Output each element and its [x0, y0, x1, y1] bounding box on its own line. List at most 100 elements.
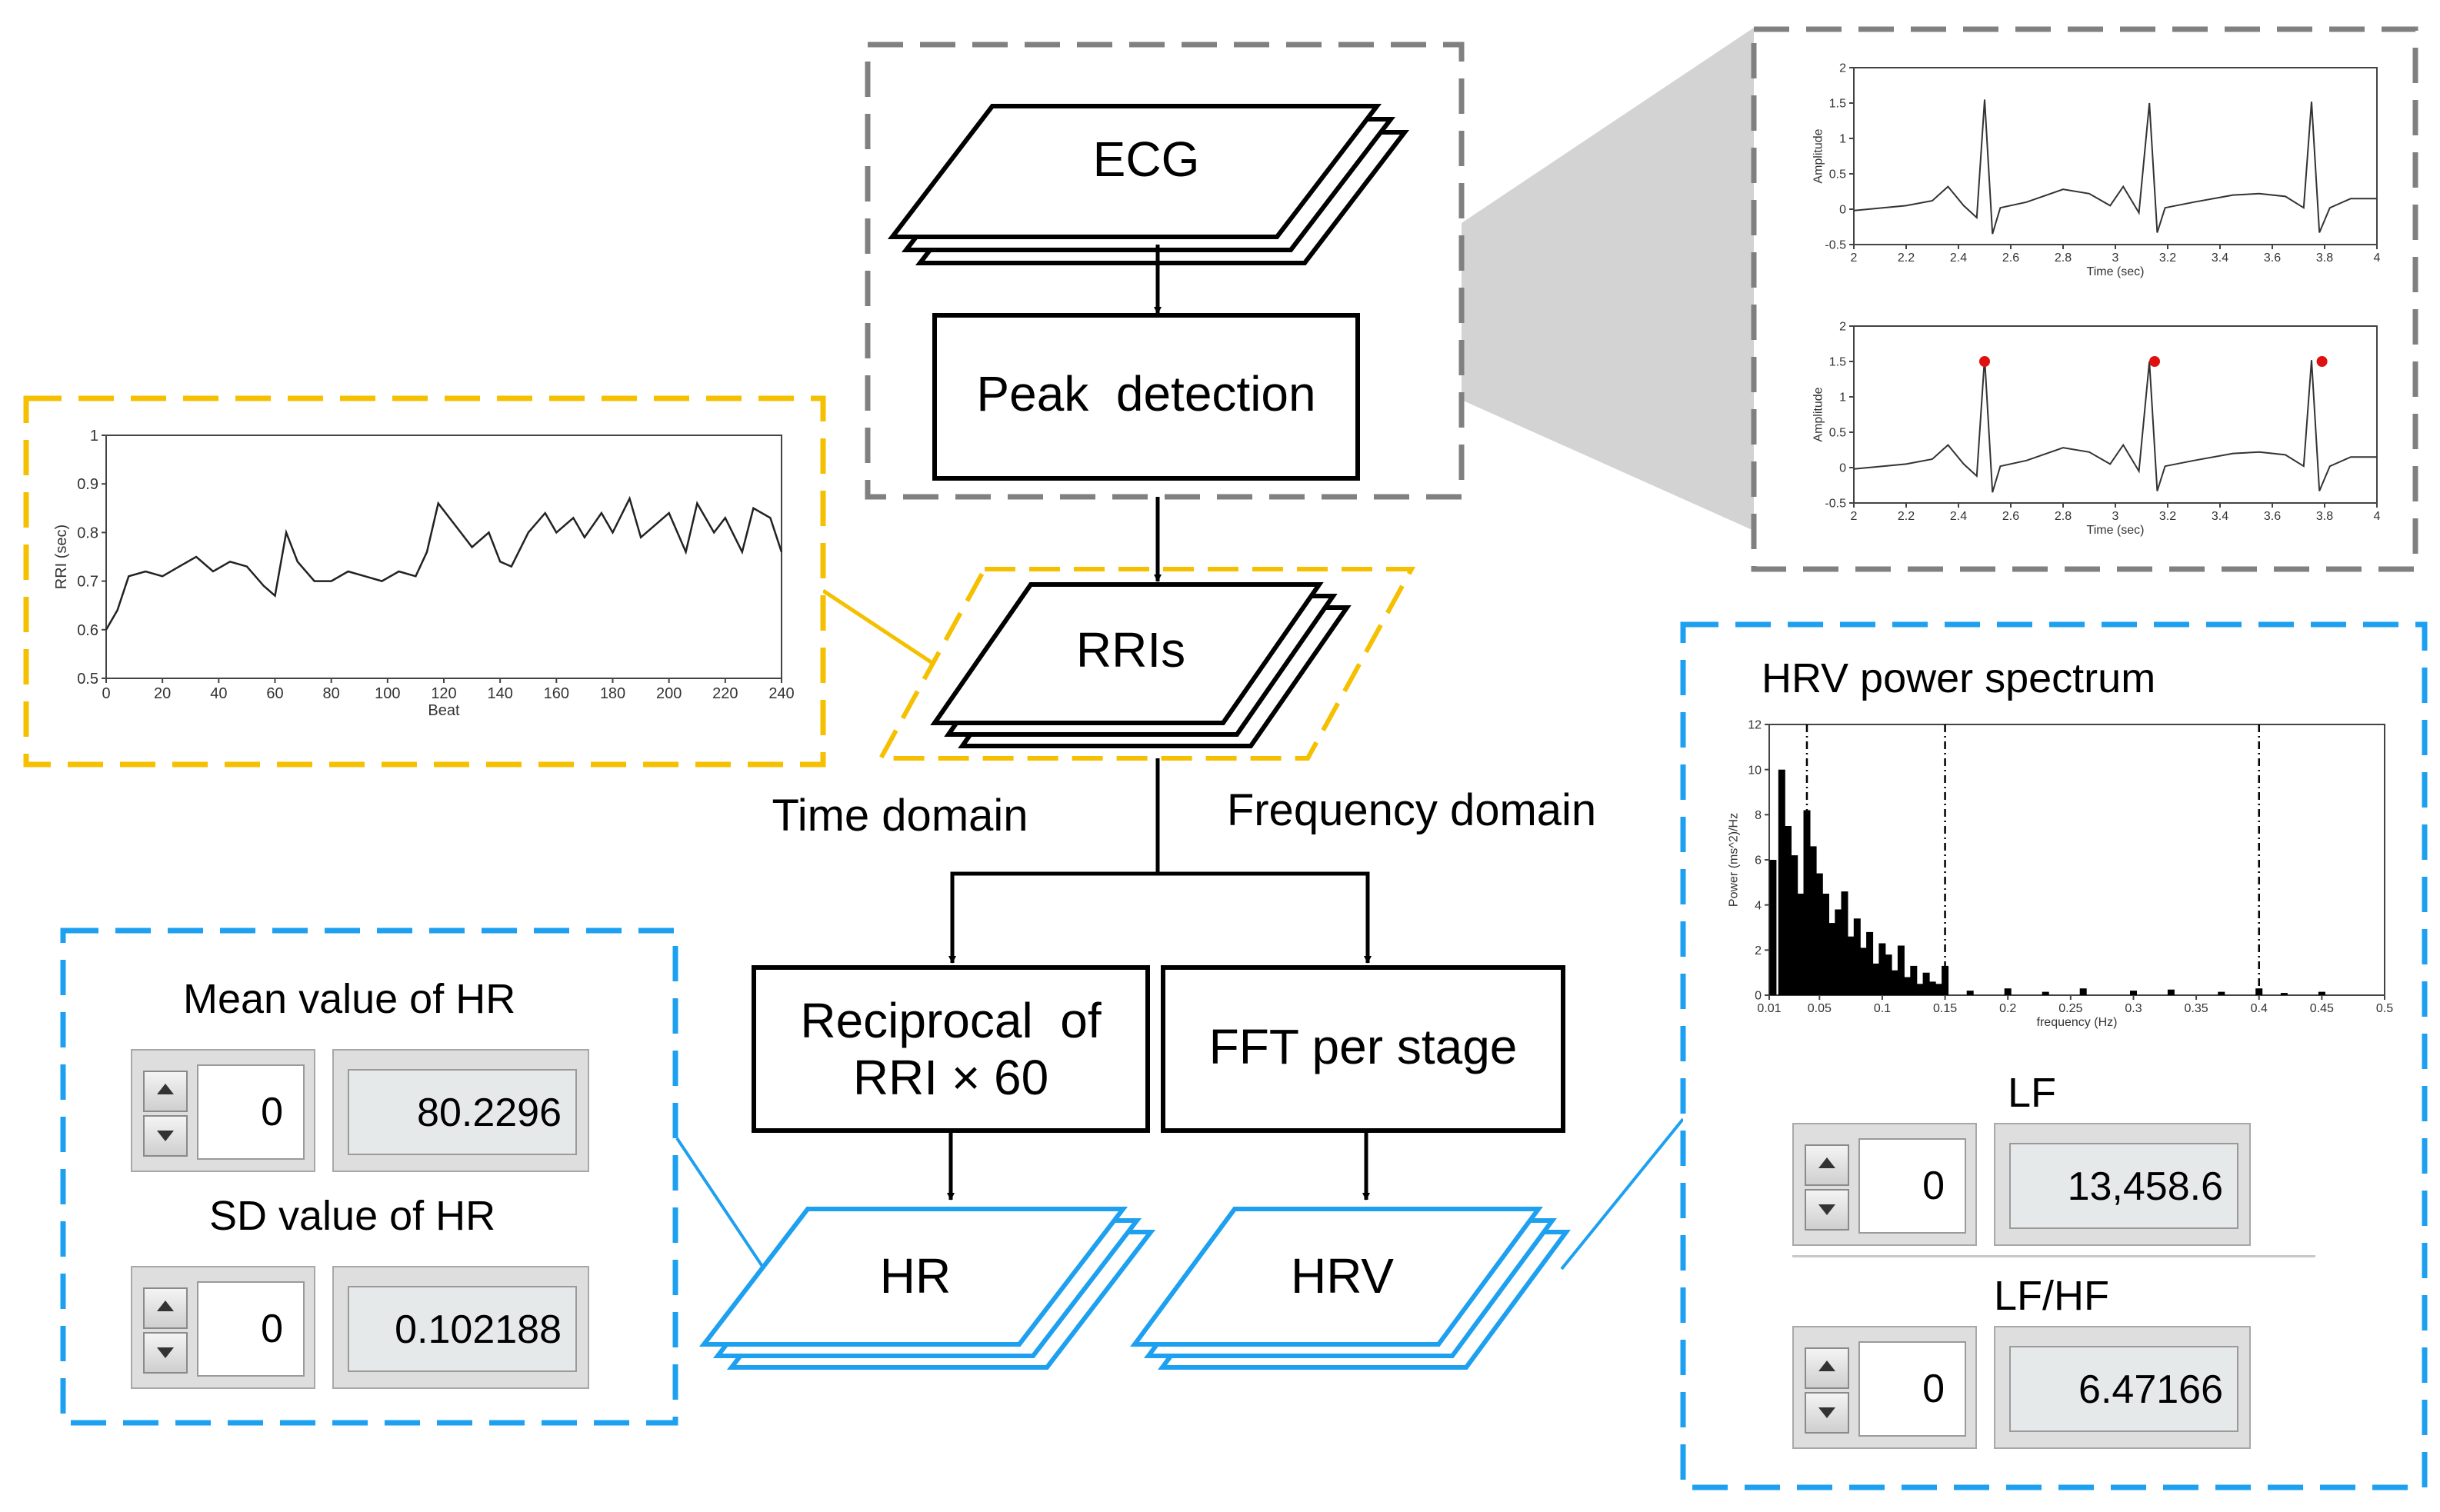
lfhf-decrement-button[interactable]: [1805, 1392, 1849, 1434]
ecg-node[interactable]: ECG: [887, 104, 1410, 265]
sd-hr-index-input[interactable]: 0: [197, 1281, 305, 1377]
triangle-up-icon: [157, 1301, 174, 1311]
ecg-raw-ytick-label: 0: [1839, 204, 1846, 217]
ecg-peaks-xlabel: Time (sec): [2087, 524, 2145, 537]
spectrum-bar: [2167, 989, 2175, 995]
lf-spinner: 0: [1792, 1123, 1977, 1246]
ecg-raw-plot-area: [1853, 67, 2378, 245]
peak-detection-node[interactable]: Peak detection: [932, 313, 1360, 481]
ecg-peaks-ytick-label: 0: [1839, 462, 1846, 475]
hr-stats-panel: Mean value of HR 0 80.2296 SD value of H…: [131, 969, 608, 1407]
spectrum-bar: [1897, 945, 1905, 995]
lf-decrement-button[interactable]: [1805, 1189, 1849, 1231]
rri-xtick-label: 180: [600, 685, 625, 702]
rri-xlabel: Beat: [428, 702, 460, 719]
spectrum-bar: [2280, 993, 2288, 995]
hr-label: HR: [880, 1248, 951, 1304]
ecg-raw-trace: [1853, 99, 2377, 235]
spectrum-xtick-label: 0.2: [1999, 1002, 2016, 1015]
lfhf-label: LF/HF: [1994, 1273, 2110, 1319]
ecg-raw-ytick-label: 1: [1839, 133, 1846, 146]
ecg-peaks-xtick-label: 2.6: [2002, 510, 2019, 523]
ecg-peaks-xtick-label: 3.2: [2159, 510, 2176, 523]
reciprocal-label-line1: Reciprocal of: [800, 993, 1102, 1048]
spectrum-xtick-label: 0.5: [2376, 1002, 2393, 1015]
mean-hr-index-input[interactable]: 0: [197, 1064, 305, 1160]
spectrum-bar: [1778, 769, 1785, 995]
rri-ytick-label: 1: [90, 428, 98, 445]
ecg-raw-ytick-label: -0.5: [1825, 239, 1846, 252]
rris-node[interactable]: RRIs: [930, 582, 1352, 748]
lf-label: LF: [2008, 1070, 2057, 1116]
spectrum-xlabel: frequency (Hz): [2037, 1016, 2118, 1029]
lfhf-control: 0 6.47166: [1792, 1326, 2269, 1452]
spectrum-xtick-label: 0.35: [2185, 1002, 2208, 1015]
lf-index-input[interactable]: 0: [1858, 1138, 1966, 1234]
frequency-domain-label: Frequency domain: [1227, 785, 1596, 835]
hrv-callout-connector: [1560, 1117, 1685, 1271]
spectrum-bar: [2004, 988, 2012, 995]
ecg-raw-xtick-label: 3: [2112, 251, 2119, 265]
lf-display: 13,458.6: [1994, 1123, 2251, 1246]
rris-label: RRIs: [1076, 622, 1185, 678]
ecg-peaks-ylabel: Amplitude: [1812, 387, 1825, 441]
rri-xtick-label: 200: [656, 685, 682, 702]
lf-control: 0 13,458.6: [1792, 1123, 2269, 1249]
spectrum-bar: [1872, 963, 1880, 995]
ecg-peaks-ytick-label: -0.5: [1825, 498, 1846, 511]
lfhf-increment-button[interactable]: [1805, 1347, 1849, 1389]
spectrum-bar: [2130, 991, 2137, 995]
rri-xtick-label: 100: [375, 685, 400, 702]
reciprocal-node[interactable]: Reciprocal of RRI × 60: [752, 965, 1150, 1133]
spectrum-ytick-label: 0: [1755, 990, 1762, 1003]
spectrum-bar: [1928, 981, 1936, 995]
triangle-up-icon: [1818, 1360, 1835, 1371]
spectrum-bar: [1910, 965, 1918, 995]
mean-hr-control: 0 80.2296: [131, 1049, 592, 1175]
mean-hr-increment-button[interactable]: [143, 1071, 188, 1112]
spectrum-xtick-label: 0.4: [2251, 1002, 2268, 1015]
hrv-stats-panel: LF 0 13,458.6 LF/HF 0 6.47166: [1792, 1061, 2331, 1461]
rri-callout-connector: [822, 588, 934, 665]
lfhf-index-input[interactable]: 0: [1858, 1341, 1966, 1437]
hr-node[interactable]: HR: [698, 1207, 1156, 1370]
triangle-down-icon: [157, 1347, 174, 1358]
panel-divider: [1792, 1255, 2315, 1257]
spectrum-ytick-label: 2: [1755, 944, 1762, 957]
reciprocal-label-line2: RRI × 60: [853, 1050, 1048, 1105]
sd-hr-spinner: 0: [131, 1266, 315, 1389]
ecg-peaks-ytick-label: 0.5: [1829, 427, 1846, 440]
mean-hr-spinner: 0: [131, 1049, 315, 1172]
mean-hr-decrement-button[interactable]: [143, 1115, 188, 1157]
spectrum-ytick-label: 12: [1748, 719, 1762, 732]
triangle-down-icon: [1818, 1204, 1835, 1215]
triangle-down-icon: [1818, 1407, 1835, 1418]
rri-xtick-label: 60: [266, 685, 283, 702]
spectrum-bar: [1891, 970, 1898, 995]
sd-hr-decrement-button[interactable]: [143, 1332, 188, 1374]
ecg-raw-xtick-label: 3.2: [2159, 251, 2176, 265]
spectrum-ylabel: Power (ms^2)/Hz: [1727, 813, 1740, 907]
sd-hr-value: 0.102188: [348, 1286, 577, 1372]
rris-highlight-frame: [876, 567, 1416, 761]
spectrum-bar: [1797, 894, 1805, 995]
mean-hr-label: Mean value of HR: [183, 976, 516, 1022]
ecg-raw-ytick-label: 2: [1839, 62, 1846, 75]
fft-node[interactable]: FFT per stage: [1161, 965, 1565, 1133]
spectrum-ytick-label: 10: [1748, 764, 1762, 777]
ecg-peaks-xtick-label: 2: [1851, 510, 1858, 523]
spectrum-ytick-label: 4: [1755, 899, 1762, 912]
rri-ytick-label: 0.7: [77, 574, 98, 591]
r-peak-marker: [2149, 356, 2160, 367]
r-peak-marker: [1979, 356, 1990, 367]
spectrum-bar: [1785, 826, 1792, 995]
ecg-peaks-ytick-label: 1: [1839, 391, 1846, 405]
lfhf-display: 6.47166: [1994, 1326, 2251, 1449]
sd-hr-increment-button[interactable]: [143, 1287, 188, 1329]
lf-increment-button[interactable]: [1805, 1144, 1849, 1186]
ecg-raw-ylabel: Amplitude: [1812, 128, 1825, 183]
hrv-node[interactable]: HRV: [1130, 1207, 1571, 1370]
